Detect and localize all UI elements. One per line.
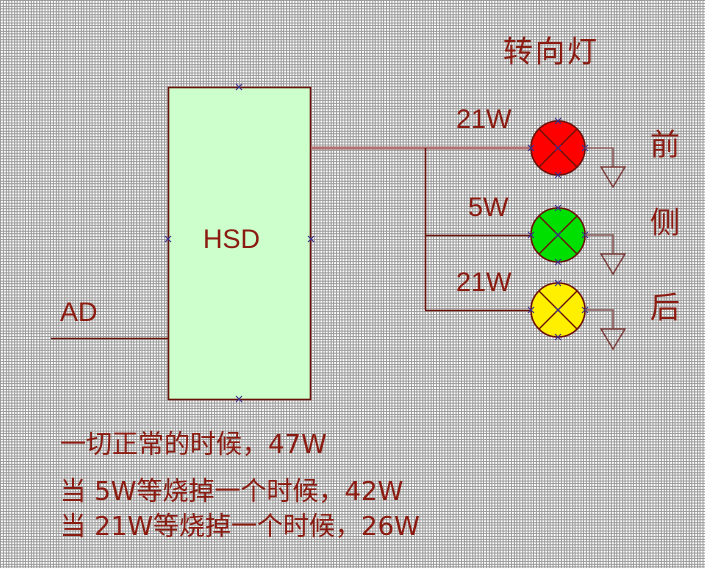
side-position-label: 侧 (650, 206, 680, 241)
front-position-label: 前 (650, 128, 680, 163)
ground-symbol-icon (599, 328, 627, 351)
diagram-title: 转向灯 (503, 35, 599, 70)
rear-position-label: 后 (650, 291, 680, 326)
hsd-block-label: HSD (203, 224, 261, 254)
front-lamp-pins (527, 117, 589, 179)
front-lamp-power-label: 21W (456, 104, 512, 134)
rear-turn-lamp[interactable] (527, 279, 589, 341)
hsd-block[interactable] (167, 86, 312, 401)
rear-ground-wire[interactable] (585, 309, 614, 329)
ground-symbol-icon (599, 253, 627, 276)
front-turn-lamp[interactable] (527, 117, 589, 179)
rear-lamp-ground[interactable] (585, 309, 627, 351)
side-lamp-power-label: 5W (468, 192, 509, 222)
side-lamp-ground[interactable] (585, 234, 627, 276)
side-lamp-pins (527, 204, 589, 266)
rear-lamp-power-label: 21W (456, 267, 512, 297)
front-lamp-ground[interactable] (585, 147, 627, 189)
ad-input-label: AD (60, 297, 98, 327)
note-line-normal: 一切正常的时候，47W (60, 430, 327, 460)
side-turn-lamp[interactable] (527, 204, 589, 266)
note-line-5w-failure: 当 5W等烧掉一个时候，42W (60, 477, 404, 507)
hsd-pin-markers (164, 83, 315, 403)
ground-symbol-icon (599, 166, 627, 189)
note-line-21w-failure: 当 21W等烧掉一个时候，26W (60, 512, 420, 542)
side-ground-wire[interactable] (585, 234, 614, 254)
front-ground-wire[interactable] (585, 147, 614, 167)
